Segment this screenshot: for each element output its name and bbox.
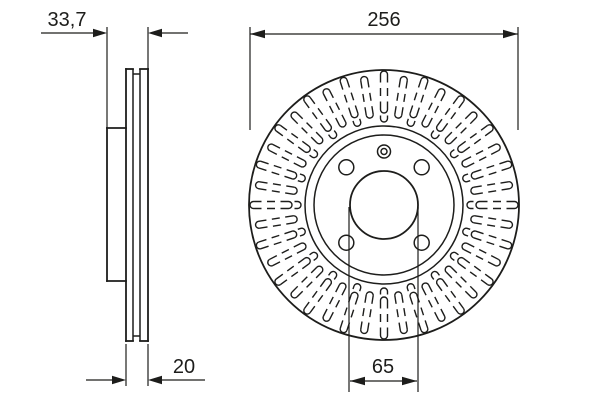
vent-slot	[406, 76, 429, 127]
vent-slot	[462, 160, 513, 183]
vent-slot	[444, 111, 478, 145]
vent-slot-cap	[379, 287, 389, 295]
vent-slot	[462, 227, 513, 250]
vent-slot-cap	[309, 148, 319, 159]
vent-slot	[322, 88, 347, 128]
bolt-hole	[413, 159, 430, 176]
vent-slot	[449, 124, 494, 159]
vent-slot	[255, 160, 306, 183]
vent-channel	[132, 69, 141, 341]
vent-slot-cap	[462, 173, 471, 183]
vent-slot	[290, 265, 324, 299]
vent-slot-cap	[449, 251, 459, 262]
friction-ring-profile	[125, 68, 149, 342]
arrowhead	[402, 376, 417, 386]
vent-slot-cap	[309, 251, 319, 262]
vent-slot	[461, 242, 501, 267]
vent-slot	[274, 251, 319, 286]
dim-text-outer-diameter: 256	[367, 9, 400, 31]
dim-text-thickness: 20	[173, 356, 195, 378]
arrowhead	[148, 375, 162, 385]
vent-slot-cap	[379, 115, 389, 123]
vent-slot	[466, 200, 519, 210]
vent-slot	[360, 75, 374, 119]
vent-slot-cap	[449, 148, 459, 159]
vent-slot	[290, 111, 324, 145]
dim-text-bore: 65	[372, 356, 394, 378]
vent-slot	[339, 283, 362, 334]
center-bore-circle	[349, 170, 419, 240]
vent-band-inner-circle	[304, 125, 464, 285]
vent-slot	[421, 88, 446, 128]
vent-slot	[470, 181, 514, 195]
vent-slot-cap	[297, 227, 306, 237]
vent-slot	[303, 95, 338, 140]
vent-slot	[267, 242, 307, 267]
front-view	[248, 69, 520, 341]
vent-slot-cap	[352, 118, 362, 127]
arrowhead	[250, 29, 265, 39]
vent-slot-cap	[466, 200, 474, 210]
vent-slot	[254, 181, 298, 195]
vent-slot	[430, 270, 465, 315]
hat-circle	[313, 134, 455, 276]
vent-slot-ring	[249, 70, 519, 340]
vent-slot	[379, 287, 389, 340]
vent-slot-cap	[406, 283, 416, 292]
vent-slot-cap	[294, 200, 302, 210]
vent-slot-cap	[297, 173, 306, 183]
vent-slot	[444, 265, 478, 299]
bolt-hole	[338, 234, 355, 251]
vent-slot-cap	[327, 270, 338, 280]
hat-profile	[106, 127, 127, 282]
arrowhead	[503, 29, 518, 39]
vent-slot-cap	[430, 130, 441, 140]
vent-slot	[379, 70, 389, 123]
bolt-hole	[413, 234, 430, 251]
arrowhead	[112, 375, 126, 385]
vent-slot	[255, 227, 306, 250]
arrowhead	[93, 28, 107, 38]
vent-slot	[303, 270, 338, 315]
vent-slot	[394, 291, 408, 335]
vent-slot	[421, 282, 446, 322]
dimension-outer-diameter: 256	[249, 9, 519, 130]
dim-text-overall-width: 33,7	[48, 9, 87, 31]
vent-slot	[254, 215, 298, 229]
dimension-bore: 65	[348, 207, 419, 392]
arrowhead	[148, 28, 162, 38]
set-screw-hole-inner	[380, 147, 388, 156]
vent-slot-cap	[327, 130, 338, 140]
dimension-thickness: 20	[86, 344, 205, 386]
vent-slot	[322, 282, 347, 322]
set-screw-hole	[376, 144, 392, 159]
vent-slot	[394, 75, 408, 119]
bolt-holes	[338, 159, 430, 251]
vent-slot	[267, 143, 307, 168]
vent-slot	[360, 291, 374, 335]
bolt-hole	[338, 159, 355, 176]
vent-slot-cap	[462, 227, 471, 237]
vent-slot	[461, 143, 501, 168]
arrowhead	[350, 376, 365, 386]
dimensions: 33,7 256 20 65	[41, 9, 519, 392]
vent-slot	[406, 283, 429, 334]
set-screw-hole-outer	[376, 144, 392, 159]
vent-slot-cap	[352, 283, 362, 292]
vent-slot	[249, 200, 302, 210]
vent-slot	[470, 215, 514, 229]
vent-slot	[430, 95, 465, 140]
side-view-cross-section	[106, 68, 149, 342]
dimension-overall-width: 33,7	[41, 9, 188, 128]
vent-slot	[339, 76, 362, 127]
vent-slot	[274, 124, 319, 159]
disc-outer-circle	[248, 69, 520, 341]
vent-slot	[449, 251, 494, 286]
vent-slot-cap	[430, 270, 441, 280]
vent-slot-cap	[406, 118, 416, 127]
